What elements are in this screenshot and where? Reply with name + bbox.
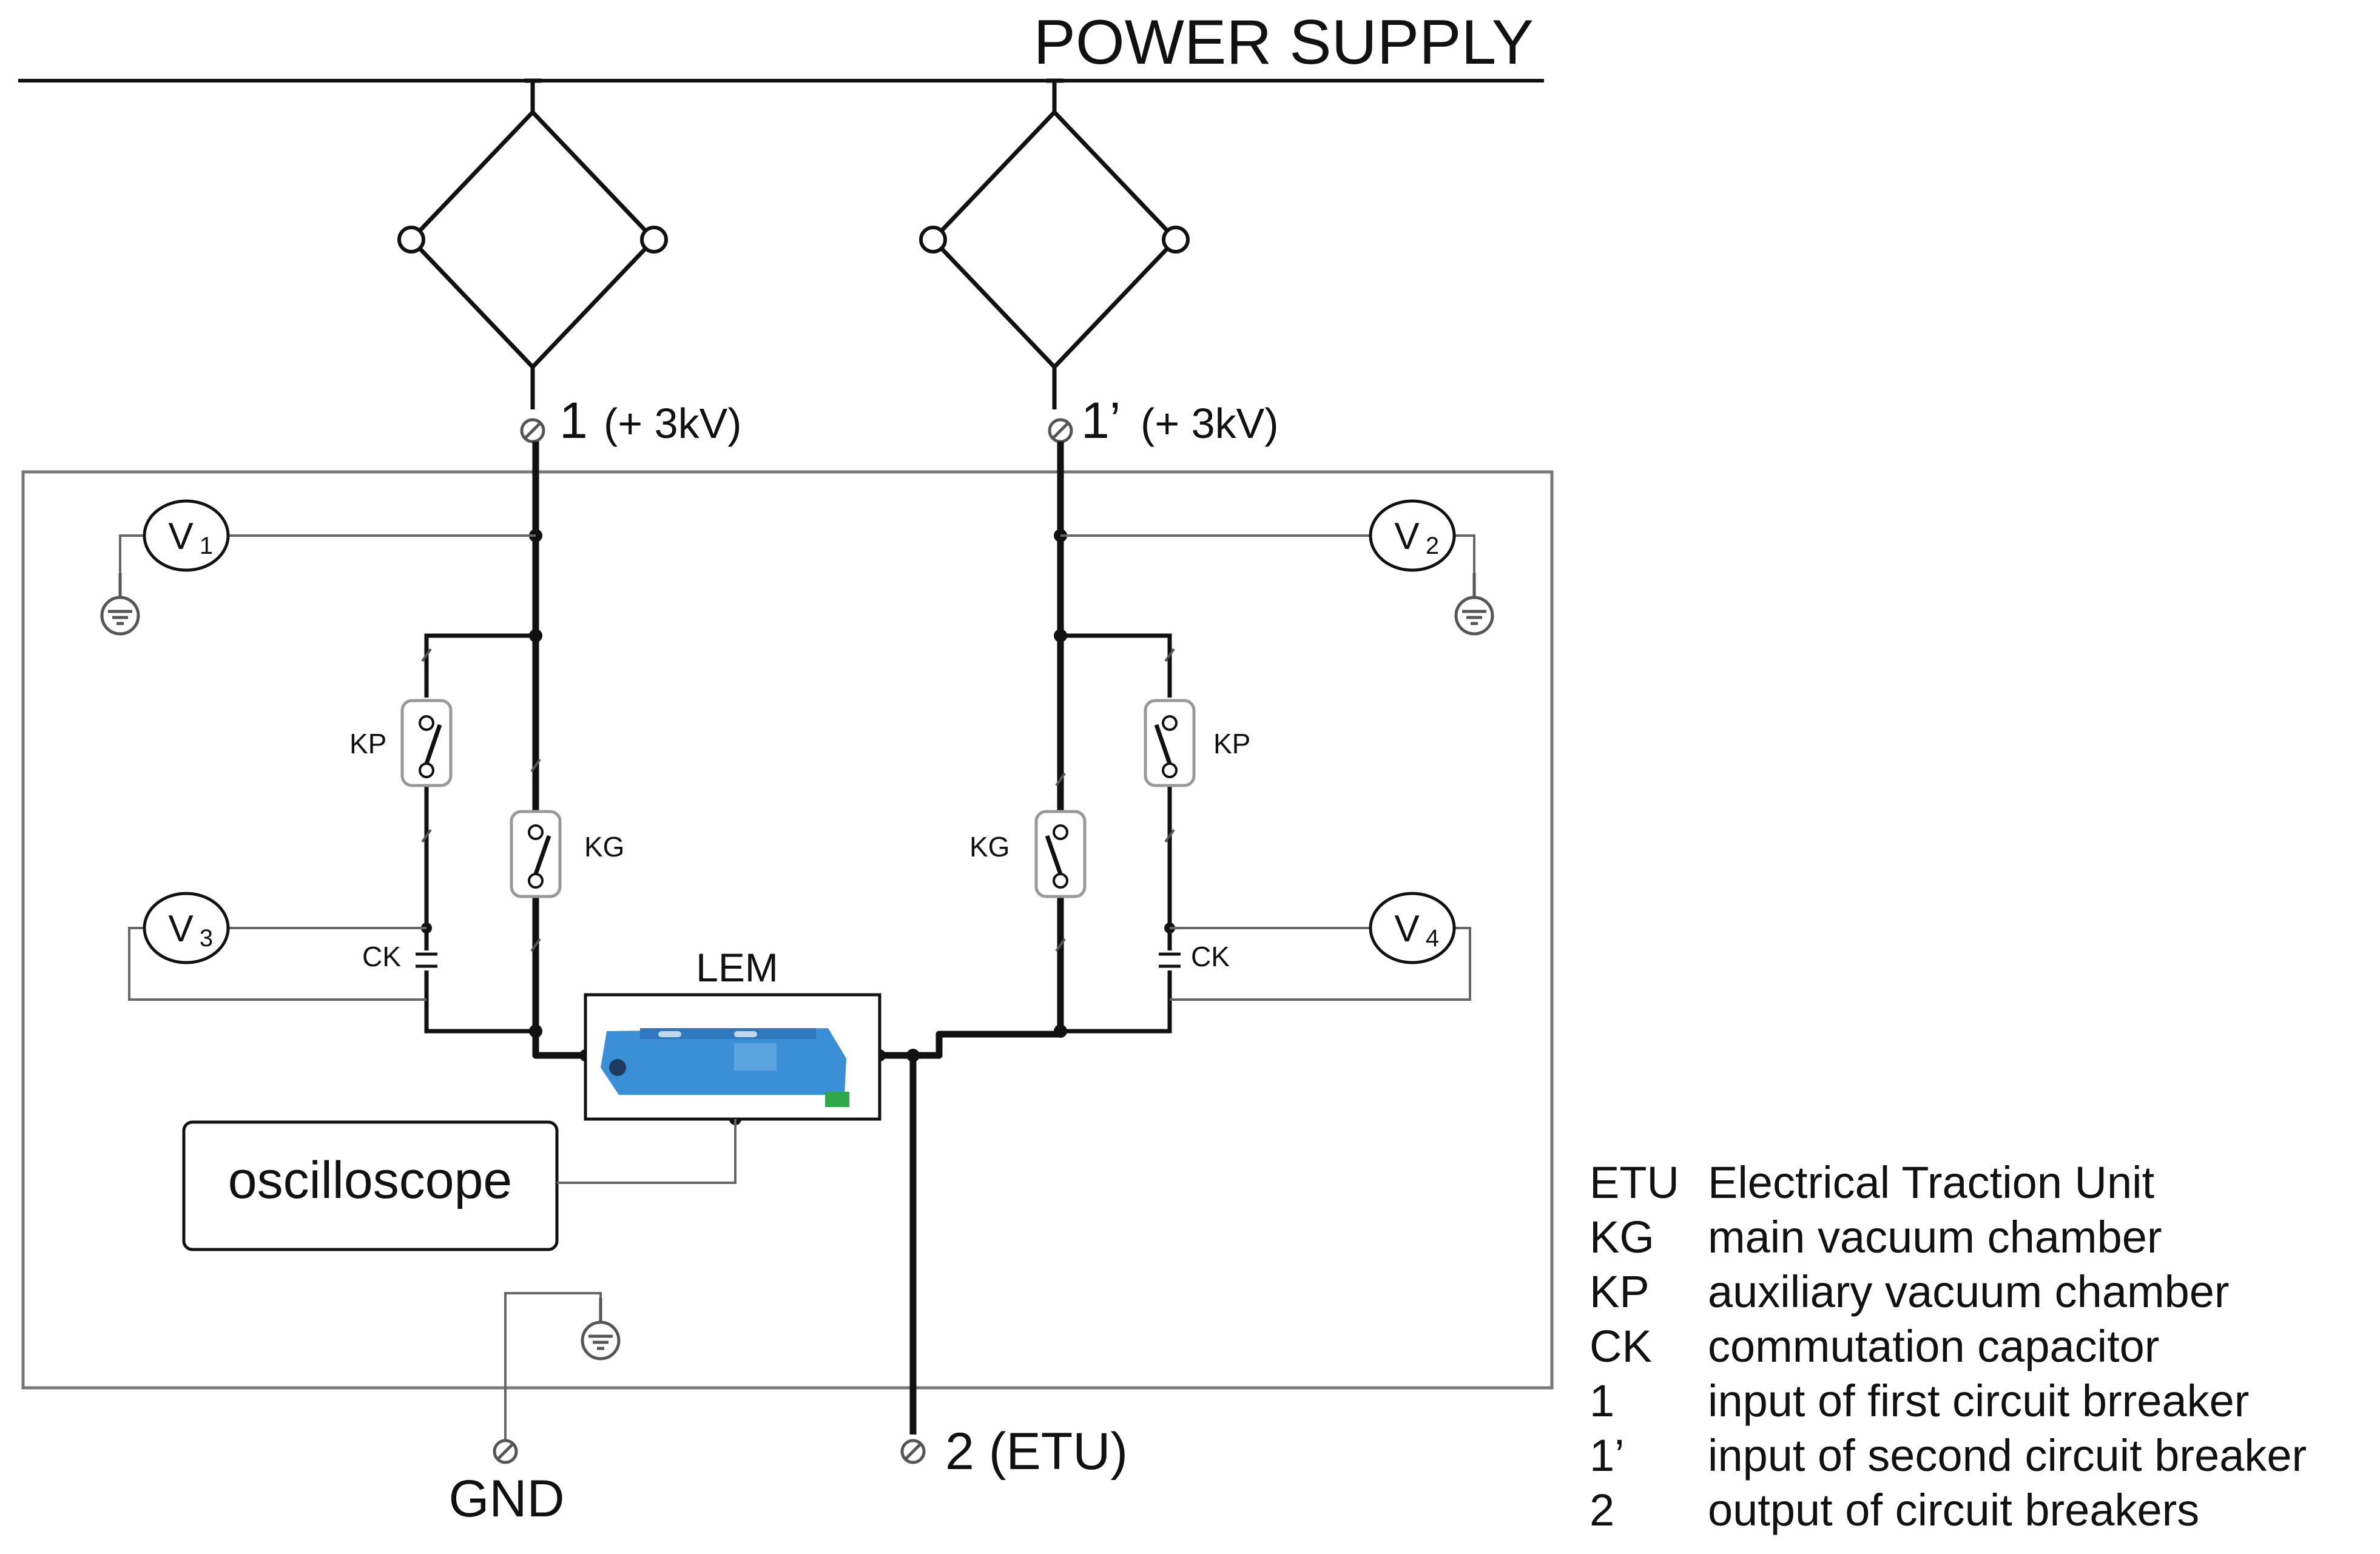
oscilloscope-box bbox=[182, 1120, 559, 1251]
voltmeter-v1: V 1 bbox=[143, 499, 230, 572]
kp-left-label: KP bbox=[349, 728, 386, 759]
legend-desc: commutation capacitor bbox=[1708, 1321, 2160, 1371]
legend-abbr: 1’ bbox=[1589, 1430, 1625, 1481]
legend-desc: auxiliary vacuum chamber bbox=[1708, 1266, 2230, 1317]
left-pantograph-node bbox=[397, 226, 425, 254]
kg-right-label: KG bbox=[969, 831, 1010, 863]
legend-desc: input of first circuit brreaker bbox=[1708, 1376, 2250, 1426]
terminal-1-voltage: (+ 3kV) bbox=[604, 400, 742, 447]
ground-icon bbox=[1456, 573, 1492, 634]
voltmeter-v3: V 3 bbox=[143, 892, 230, 964]
auxiliary-branches bbox=[424, 633, 1172, 1034]
legend-abbr: ETU bbox=[1589, 1157, 1679, 1208]
ground-icon bbox=[582, 1298, 619, 1359]
right-pantograph bbox=[930, 78, 1179, 409]
kg-left-switch bbox=[510, 810, 562, 898]
legend-desc: main vacuum chamber bbox=[1708, 1212, 2162, 1262]
right-pantograph-node bbox=[919, 226, 947, 254]
power-supply-title: POWER SUPPLY bbox=[1034, 7, 1534, 78]
voltmeter-v4-sub: 4 bbox=[1426, 925, 1439, 952]
voltmeter-v3-sub: 3 bbox=[200, 925, 213, 952]
legend-abbr: 1 bbox=[1589, 1376, 1615, 1426]
legend-row: 1’ input of second circuit breaker bbox=[1589, 1428, 2307, 1483]
voltmeter-v4: V 4 bbox=[1369, 892, 1456, 964]
right-pantograph-node bbox=[1162, 226, 1190, 254]
terminal-1-prime-label: 1’ bbox=[1081, 392, 1121, 449]
main-conductors bbox=[532, 442, 1064, 1435]
legend-desc: output of circuit breakers bbox=[1708, 1485, 2200, 1535]
left-pantograph bbox=[408, 78, 657, 409]
legend-row: 1 input of first circuit brreaker bbox=[1589, 1374, 2307, 1428]
oscilloscope-label: oscilloscope bbox=[228, 1151, 512, 1209]
oscilloscope-wire bbox=[557, 1119, 737, 1184]
voltmeter-v2: V 2 bbox=[1369, 499, 1456, 572]
ck-right-capacitor bbox=[1159, 952, 1181, 968]
kp-left-switch bbox=[400, 699, 453, 787]
ck-right-label: CK bbox=[1191, 941, 1230, 972]
legend-row: ETU Electrical Traction Unit bbox=[1589, 1155, 2307, 1210]
lem-label: LEM bbox=[696, 945, 778, 990]
ck-left-label: CK bbox=[362, 941, 401, 972]
kp-right-switch bbox=[1144, 699, 1196, 787]
voltmeter-v4-letter: V bbox=[1394, 908, 1420, 950]
lem-sensor-image bbox=[601, 1028, 849, 1107]
ck-left-capacitor bbox=[416, 952, 437, 968]
legend-row: 2 output of circuit breakers bbox=[1589, 1483, 2307, 1538]
voltmeter-wires bbox=[119, 534, 1475, 1001]
kp-right-label: KP bbox=[1213, 728, 1250, 759]
voltmeter-v3-letter: V bbox=[168, 908, 194, 950]
terminal-2-label: 2 (ETU) bbox=[945, 1422, 1128, 1481]
legend-abbr: KP bbox=[1589, 1266, 1650, 1317]
gnd-label: GND bbox=[448, 1470, 564, 1528]
kg-left-label: KG bbox=[584, 831, 624, 863]
legend-abbr: 2 bbox=[1589, 1485, 1615, 1535]
kg-right-switch bbox=[1034, 810, 1087, 898]
legend-desc: input of second circuit breaker bbox=[1708, 1430, 2307, 1481]
terminal-1-prime-voltage: (+ 3kV) bbox=[1141, 400, 1279, 447]
legend-abbr: CK bbox=[1589, 1321, 1652, 1371]
voltmeter-v2-sub: 2 bbox=[1426, 533, 1439, 559]
left-pantograph-node bbox=[640, 226, 668, 254]
wire-marks bbox=[421, 648, 1175, 952]
legend-row: KG main vacuum chamber bbox=[1589, 1210, 2307, 1265]
terminal-1-label: 1 bbox=[559, 392, 588, 449]
legend-row: KP auxiliary vacuum chamber bbox=[1589, 1265, 2307, 1319]
ground-icon bbox=[102, 573, 138, 634]
voltmeter-v2-letter: V bbox=[1394, 516, 1420, 557]
circuit-breaker-enclosure bbox=[21, 470, 1554, 1390]
legend: ETU Electrical Traction Unit KG main vacuu… bbox=[1589, 1155, 2307, 1538]
legend-desc: Electrical Traction Unit bbox=[1708, 1157, 2155, 1208]
ground-wire bbox=[504, 1292, 602, 1442]
legend-row: CK commutation capacitor bbox=[1589, 1319, 2307, 1374]
voltmeter-v1-letter: V bbox=[168, 516, 194, 557]
legend-abbr: KG bbox=[1589, 1212, 1654, 1262]
voltmeter-v1-sub: 1 bbox=[200, 533, 213, 559]
